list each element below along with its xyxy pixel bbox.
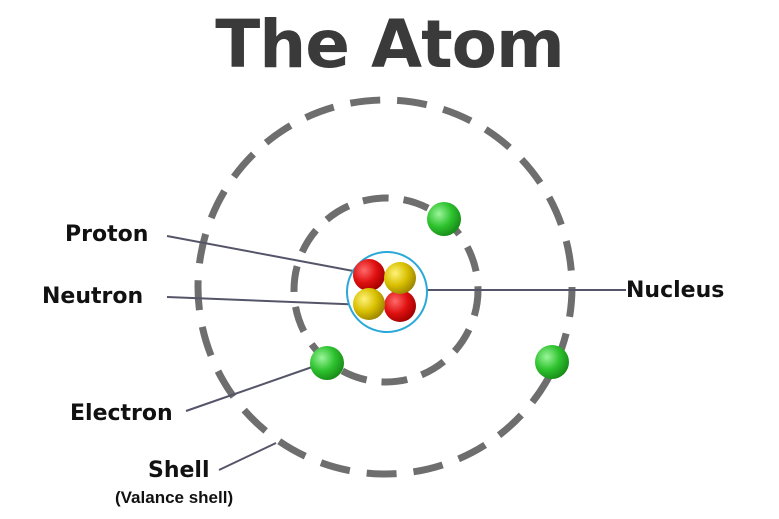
shell-pointer-line (218, 442, 277, 471)
electron-particle (535, 345, 569, 379)
proton-pointer-line (166, 235, 365, 274)
neutron-particle (353, 288, 385, 320)
proton-particle (353, 259, 385, 291)
shell-note-label: (Valance shell) (115, 488, 233, 507)
electron-particle (310, 346, 344, 380)
nucleus-label: Nucleus (626, 278, 724, 303)
neutron-label: Neutron (42, 284, 143, 309)
neutron-pointer-line (166, 296, 369, 306)
proton-label: Proton (65, 222, 148, 247)
electron-particle (427, 202, 461, 236)
shell-label: Shell (148, 458, 210, 483)
proton-particle (384, 290, 416, 322)
electron-label: Electron (70, 401, 173, 426)
outer-shell (194, 96, 576, 478)
diagram-title: The Atom (215, 6, 565, 83)
electron-pointer-line (185, 365, 316, 412)
neutron-particle (384, 262, 416, 294)
